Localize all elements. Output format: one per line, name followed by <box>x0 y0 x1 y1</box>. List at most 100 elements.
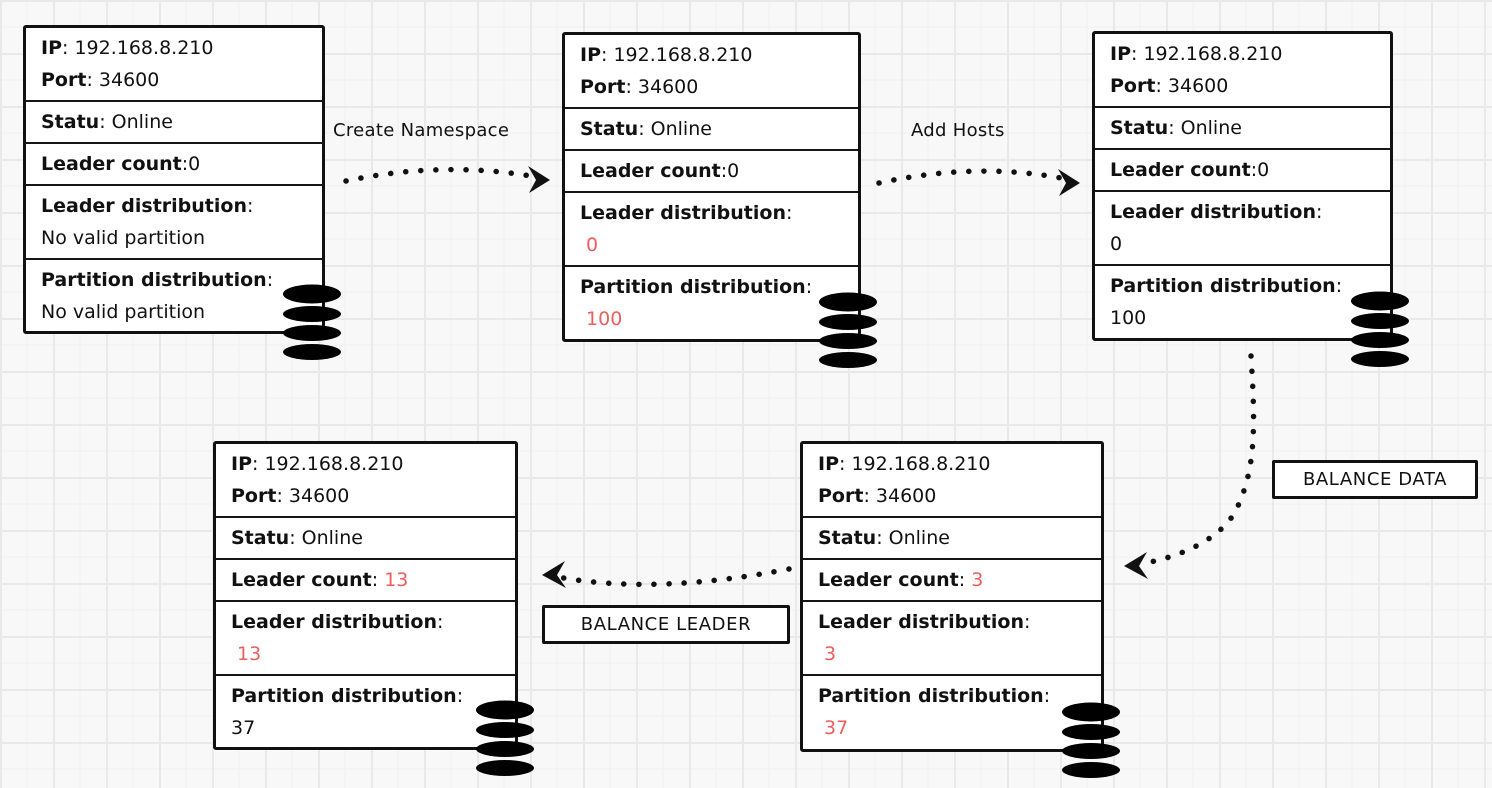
port-label: Port <box>580 76 626 98</box>
host-node-after-balance-leader: IP: 192.168.8.210 Port: 34600 Statu: Onl… <box>213 441 534 776</box>
leader-count-value: 0 <box>1257 159 1270 181</box>
leader-count-section: Leader count: 13 <box>216 558 515 600</box>
leader-count-value: 13 <box>384 569 409 591</box>
leader-distribution-label-row: Leader distribution: <box>41 195 254 217</box>
leader-count-value: 0 <box>188 153 201 175</box>
partition-distribution-value: 100 <box>1110 307 1147 329</box>
port-label: Port <box>231 485 277 507</box>
leader-count-label: Leader count <box>231 569 372 591</box>
leader-distribution-label-row: Leader distribution: <box>818 611 1031 633</box>
ip-row: IP: 192.168.8.210 <box>1110 43 1283 65</box>
partition-distribution-value: 100 <box>580 308 623 330</box>
leader-distribution-section: Leader distribution: 3 <box>803 600 1101 674</box>
leader-count-value: 0 <box>727 160 740 182</box>
leader-count-label: Leader count <box>818 569 959 591</box>
status-section: Statu: Online <box>565 107 858 149</box>
leader-distribution-value: 0 <box>580 234 599 256</box>
ip-label: IP <box>41 37 62 59</box>
partition-distribution-label-row: Partition distribution: <box>1110 275 1343 297</box>
port-row: Port: 34600 <box>41 69 160 91</box>
database-icon <box>1062 702 1120 778</box>
arrow-balance-data-head <box>1124 552 1148 579</box>
arrow-create-namespace-line <box>343 166 534 184</box>
partition-distribution-section: Partition distribution: 37 <box>216 674 515 748</box>
status-value: Online <box>650 118 712 140</box>
ip-row: IP: 192.168.8.210 <box>231 453 404 475</box>
leader-count-label: Leader count <box>1110 159 1251 181</box>
ip-value: 192.168.8.210 <box>264 453 404 475</box>
port-row: Port: 34600 <box>818 485 937 507</box>
leader-count-row: Leader count: 3 <box>818 569 984 591</box>
status-label: Statu <box>580 118 639 140</box>
leader-distribution-value: No valid partition <box>41 227 206 249</box>
leader-count-section: Leader count:0 <box>26 142 322 184</box>
status-value: Online <box>111 111 173 133</box>
arrow-create-namespace-head <box>528 166 550 193</box>
database-icon <box>283 284 341 360</box>
port-row: Port: 34600 <box>231 485 350 507</box>
leader-count-section: Leader count:0 <box>565 149 858 191</box>
arrow-balance-leader-head <box>542 561 566 588</box>
port-label: Port <box>818 485 864 507</box>
status-section: Statu: Online <box>1095 106 1390 148</box>
address-section: IP: 192.168.8.210 Port: 34600 <box>216 444 515 516</box>
leader-distribution-section: Leader distribution: No valid partition <box>26 184 322 258</box>
ip-value: 192.168.8.210 <box>74 37 214 59</box>
status-row: Statu: Online <box>231 527 363 549</box>
partition-distribution-label-row: Partition distribution: <box>41 269 274 291</box>
host-node-after-create-namespace: IP: 192.168.8.210 Port: 34600 Statu: Onl… <box>562 32 877 368</box>
leader-distribution-label-row: Leader distribution: <box>1110 201 1323 223</box>
status-value: Online <box>888 527 950 549</box>
arrow-balance-leader-line <box>555 566 792 588</box>
leader-count-row: Leader count:0 <box>580 160 740 182</box>
status-label: Statu <box>1110 117 1169 139</box>
status-label: Statu <box>41 111 100 133</box>
status-row: Statu: Online <box>41 111 173 133</box>
ip-label: IP <box>1110 43 1131 65</box>
ip-value: 192.168.8.210 <box>613 44 753 66</box>
arrow-add-hosts-line <box>876 168 1064 186</box>
badge-balance-leader: BALANCE LEADER <box>542 605 790 644</box>
partition-distribution-label-row: Partition distribution: <box>231 685 464 707</box>
port-row: Port: 34600 <box>580 76 699 98</box>
partition-distribution-value: No valid partition <box>41 301 206 323</box>
leader-count-section: Leader count: 3 <box>803 558 1101 600</box>
database-icon <box>1351 291 1409 367</box>
partition-distribution-section: Partition distribution: No valid partiti… <box>26 258 322 332</box>
leader-count-row: Leader count:0 <box>41 153 201 175</box>
port-value: 34600 <box>1167 75 1229 97</box>
ip-value: 192.168.8.210 <box>1143 43 1283 65</box>
port-value: 34600 <box>98 69 160 91</box>
leader-distribution-value: 0 <box>1110 233 1123 255</box>
status-label: Statu <box>818 527 877 549</box>
port-label: Port <box>1110 75 1156 97</box>
partition-distribution-value: 37 <box>818 717 849 739</box>
leader-count-section: Leader count:0 <box>1095 148 1390 190</box>
partition-distribution-section: Partition distribution: 100 <box>565 265 858 339</box>
arrow-balance-data-line <box>1137 353 1257 567</box>
label-create-namespace: Create Namespace <box>333 120 510 141</box>
leader-distribution-label-row: Leader distribution: <box>580 202 793 224</box>
address-section: IP: 192.168.8.210 Port: 34600 <box>565 35 858 107</box>
leader-count-row: Leader count: 13 <box>231 569 409 591</box>
database-icon <box>819 292 877 368</box>
arrow-add-hosts-head <box>1058 169 1080 196</box>
address-section: IP: 192.168.8.210 Port: 34600 <box>1095 34 1390 106</box>
leader-count-label: Leader count <box>41 153 182 175</box>
badge-balance-data: BALANCE DATA <box>1272 460 1478 499</box>
port-value: 34600 <box>875 485 937 507</box>
leader-distribution-section: Leader distribution: 13 <box>216 600 515 674</box>
status-value: Online <box>301 527 363 549</box>
ip-row: IP: 192.168.8.210 <box>818 453 991 475</box>
leader-count-row: Leader count:0 <box>1110 159 1270 181</box>
port-value: 34600 <box>288 485 350 507</box>
host-node-initial: IP: 192.168.8.210 Port: 34600 Statu: Onl… <box>23 25 341 360</box>
leader-distribution-section: Leader distribution: 0 <box>1095 190 1390 264</box>
status-section: Statu: Online <box>216 516 515 558</box>
ip-value: 192.168.8.210 <box>851 453 991 475</box>
status-row: Statu: Online <box>818 527 950 549</box>
address-section: IP: 192.168.8.210 Port: 34600 <box>26 28 322 100</box>
status-section: Statu: Online <box>26 100 322 142</box>
address-section: IP: 192.168.8.210 Port: 34600 <box>803 444 1101 516</box>
